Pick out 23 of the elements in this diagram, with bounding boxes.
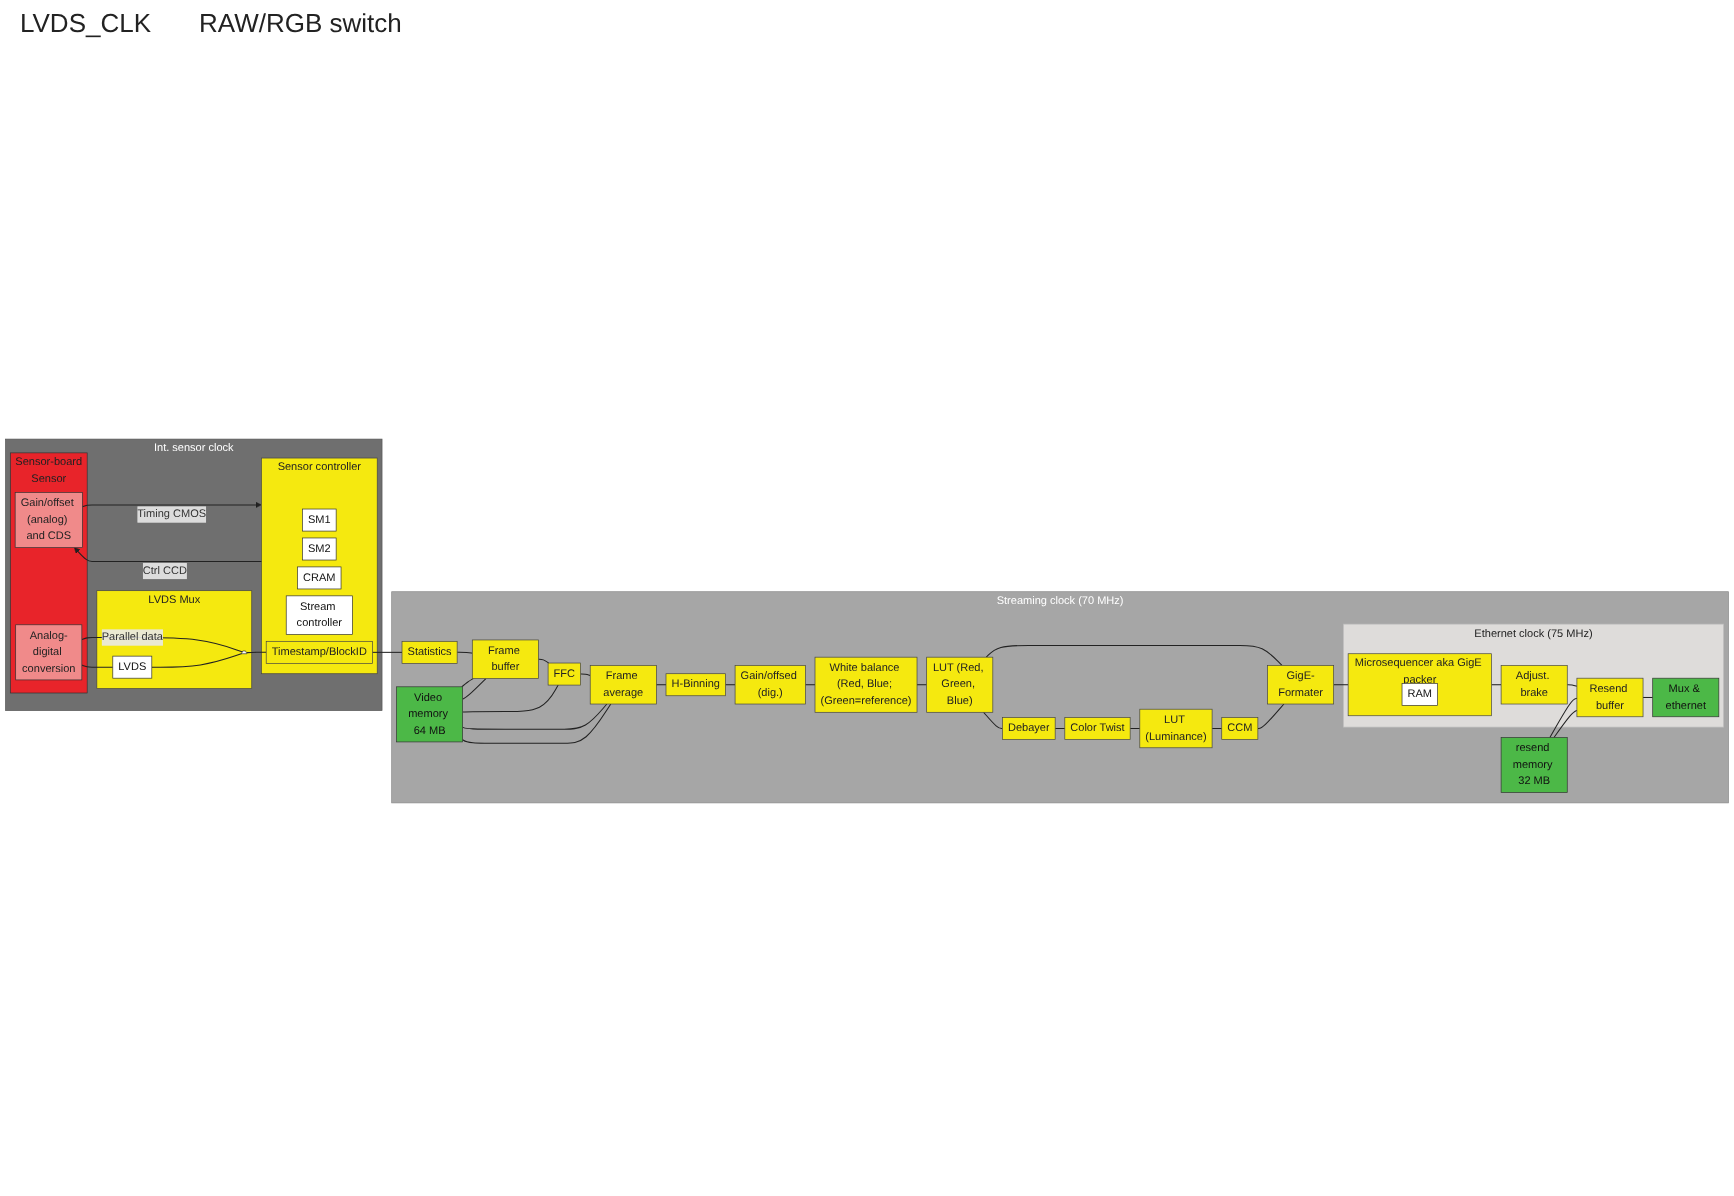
connector [456,651,473,654]
note-text: RAW/RGB switch [199,8,402,38]
connector [462,703,612,744]
note-text: LVDS_CLK [20,8,152,38]
connector [1257,703,1285,729]
arrow [81,501,262,508]
connector [983,711,1003,729]
connector [985,644,1283,666]
connector [537,658,550,664]
connector [246,651,267,654]
connector [371,651,403,653]
connector [462,684,559,713]
connector [1549,697,1578,738]
connector [462,703,608,730]
connector [151,653,243,668]
connector [1566,684,1578,687]
node-trapezoid [241,650,248,655]
connector [580,673,591,676]
connector [81,664,114,668]
connector [1553,709,1578,738]
connector [462,678,487,700]
connector [461,678,474,688]
arrow [74,547,262,562]
